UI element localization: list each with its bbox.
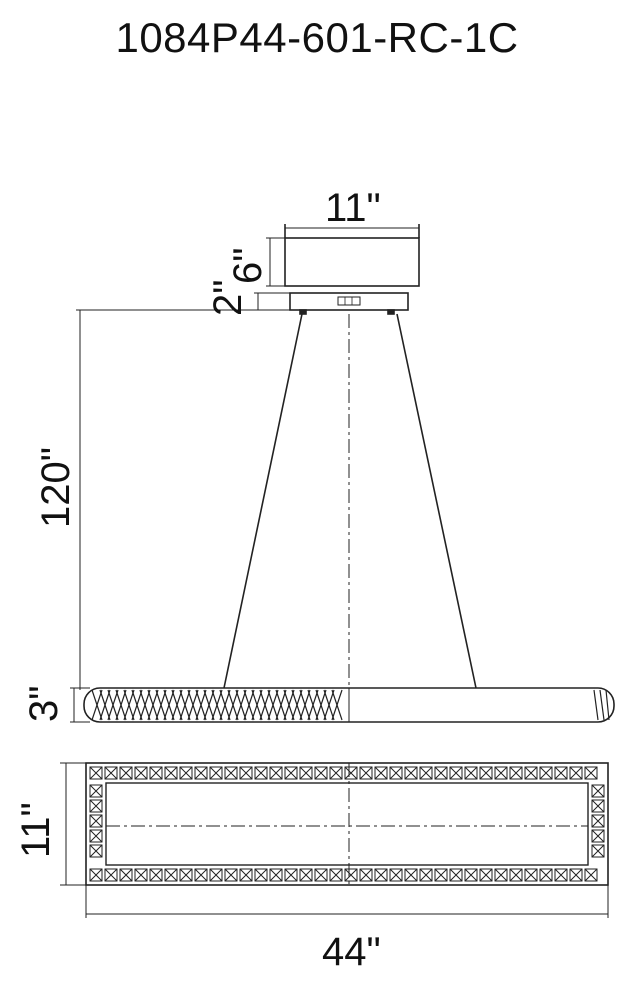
crystal-pattern-side xyxy=(91,689,610,721)
fixture-height-label: 3" xyxy=(22,685,66,722)
plate-screw xyxy=(337,296,361,306)
mount-height-label: 2" xyxy=(206,279,250,316)
canopy-height-label: 6" xyxy=(226,247,270,284)
cable-left xyxy=(223,313,303,689)
fixture-top-view-outer xyxy=(85,762,609,886)
fixture-length-label: 44" xyxy=(322,930,381,974)
fixture-top-view-inner xyxy=(105,782,589,866)
canopy-width-label: 11" xyxy=(325,186,381,230)
fixture-depth-label: 11" xyxy=(14,802,58,858)
mounting-plate xyxy=(289,292,409,311)
canopy xyxy=(284,237,420,287)
overall-height-label: 120" xyxy=(34,447,78,528)
crystal-pattern-top xyxy=(89,766,605,882)
model-number-title: 1084P44-601-RC-1C xyxy=(115,14,519,61)
cable-right xyxy=(396,313,477,689)
